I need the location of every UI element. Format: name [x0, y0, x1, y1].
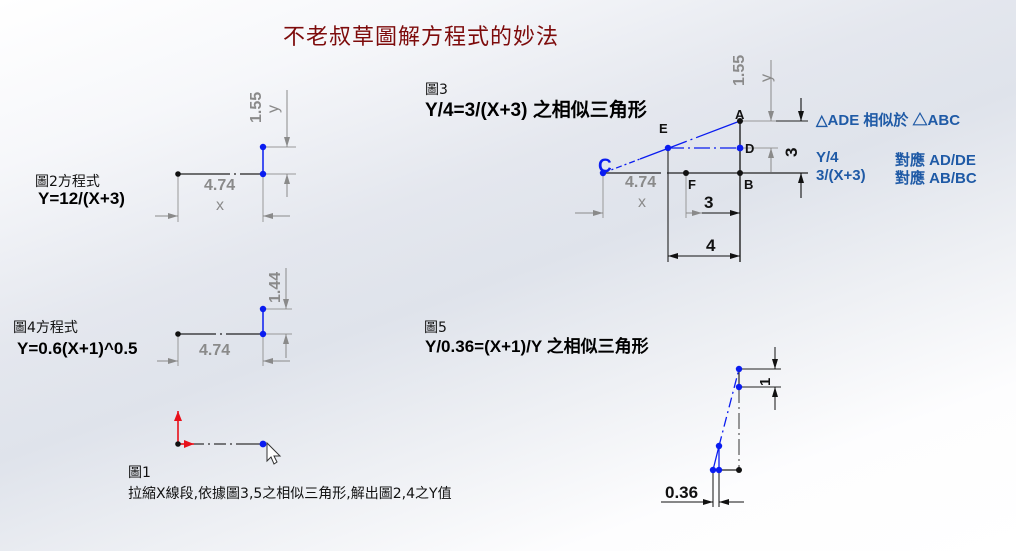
endpoint [259, 143, 267, 151]
fig2-dim-y-value[interactable]: 1.55 [248, 91, 265, 123]
fig2-sketch [155, 90, 296, 222]
correspondence-row1-right: 對應 AD/DE [895, 152, 976, 169]
correspondence-row2-left: 3/(X+3) [816, 167, 866, 184]
fig3-dim-x-name: x [638, 194, 646, 211]
cursor-icon [266, 441, 282, 465]
fig3-equation: Y/4=3/(X+3) 之相似三角形 [425, 100, 647, 121]
fig5-dim-base[interactable]: 0.36 [665, 483, 699, 502]
fig3-label: 圖3 [425, 82, 448, 98]
fig3-dim-ab[interactable]: 3 [782, 147, 801, 157]
page-title: 不老叔草圖解方程式的妙法 [283, 25, 560, 50]
fig4-dim-x-value[interactable]: 4.74 [199, 342, 231, 359]
fig4-label: 圖4方程式 [13, 320, 78, 336]
fig5-label: 圖5 [424, 320, 447, 336]
point-a-label: A [735, 107, 745, 122]
fig3-dim-x-value[interactable]: 4.74 [625, 174, 657, 191]
point-c-label: C [598, 156, 612, 177]
fig3-dim-fb[interactable]: 3 [704, 193, 714, 212]
drag-handle-point[interactable] [259, 440, 267, 448]
endpoint [259, 170, 267, 178]
fig3-dim-eb[interactable]: 4 [706, 236, 716, 255]
fig2-label: 圖2方程式 [35, 174, 100, 190]
fig2-equation: Y=12/(X+3) [38, 189, 125, 208]
fig4-sketch [157, 268, 292, 366]
correspondence-row2-right: 對應 AB/BC [895, 170, 977, 187]
fig1-sketch [174, 411, 263, 448]
fig1-label: 圖1 [128, 465, 151, 481]
similarity-note: △ADE 相似於 △ABC [816, 112, 961, 129]
fig4-dim-y-value[interactable]: 1.44 [267, 271, 284, 303]
fig3-dim-y-value[interactable]: 1.55 [731, 54, 748, 86]
correspondence-row1-left: Y/4 [816, 149, 839, 166]
fig5-dim-unit[interactable]: 1 [757, 377, 774, 386]
point-f-label: F [688, 177, 696, 192]
fig2-dim-y-name: y [265, 105, 282, 113]
fig2-dim-x-value[interactable]: 4.74 [204, 177, 236, 194]
fig2-dim-x-name: x [216, 197, 224, 214]
fig4-equation: Y=0.6(X+1)^0.5 [17, 339, 138, 358]
origin-point [175, 171, 181, 177]
point-e-label: E [659, 121, 668, 136]
fig3-dim-y-name: y [758, 74, 775, 82]
point-b-label: B [744, 177, 754, 192]
fig5-sketch [661, 347, 781, 507]
fig1-caption: 拉縮X線段,依據圖3,5之相似三角形,解出圖2,4之Y值 [128, 486, 452, 502]
point-d-label: D [745, 141, 755, 156]
fig5-equation: Y/0.36=(X+1)/Y 之相似三角形 [425, 337, 649, 356]
fig3-sketch [575, 60, 808, 262]
